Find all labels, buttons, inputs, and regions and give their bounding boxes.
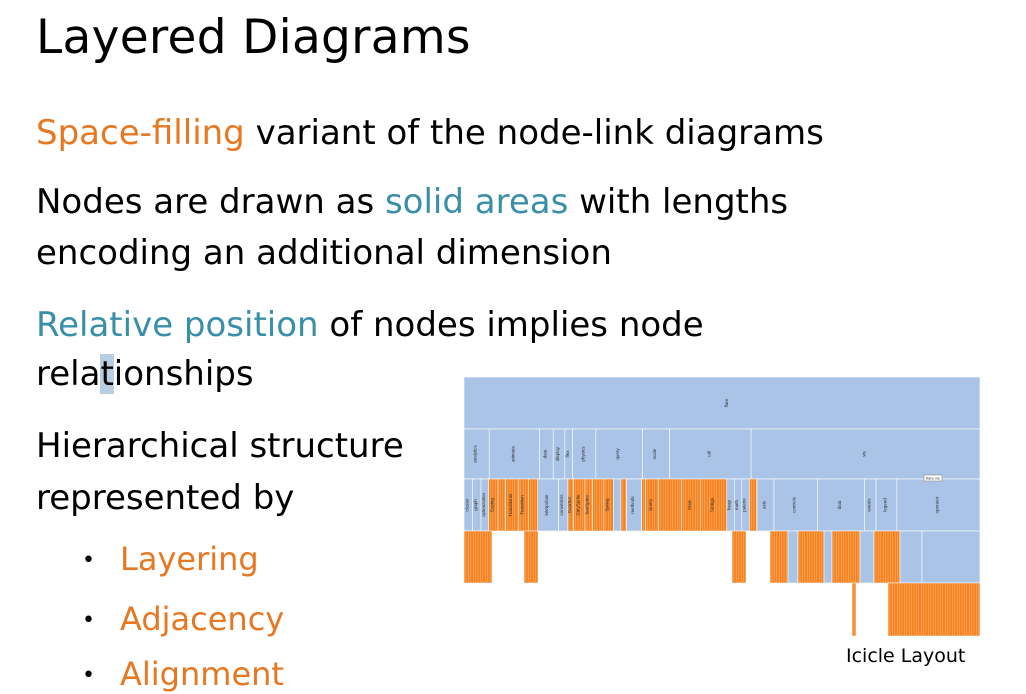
icicle-node [497, 478, 506, 532]
icicle-node-label: axis [761, 500, 766, 509]
icicle-node-label: controls [792, 496, 797, 513]
text-space-filling-rest: variant of the node-link diagrams [244, 113, 824, 153]
bullet-text: Adjacency [120, 600, 285, 638]
bullet-dot-icon: • [82, 608, 95, 633]
icicle-node-label: graph [473, 499, 478, 511]
icicle-node-label: heap [727, 499, 732, 510]
icicle-node-label: animate [510, 446, 515, 463]
icicle-node [669, 428, 752, 480]
icicle-node-label: physics [580, 446, 585, 462]
icicle-node [817, 478, 866, 532]
icicle-node-label: cluster [464, 498, 469, 512]
icicle-node [642, 428, 670, 480]
figure-caption: Icicle Layout [846, 645, 966, 667]
icicle-node [750, 428, 980, 480]
icicle-node-label: scale [652, 448, 657, 459]
icicle-node-label: events [866, 498, 871, 512]
icicle-node [488, 428, 540, 480]
icicle-node-label: DataSet [567, 496, 572, 513]
icicle-node-label: interpolate [544, 494, 549, 516]
icicle-node-label: query [615, 448, 620, 460]
text-nodes-post: with lengths [568, 182, 789, 222]
icicle-node-label: palette [742, 498, 747, 512]
icicle-node [787, 530, 799, 584]
icicle-node-label: data [542, 449, 547, 458]
bullet-dot-icon: • [82, 663, 95, 688]
icicle-root-node [464, 377, 980, 430]
text-cursor-selection[interactable]: t [100, 354, 114, 394]
icicle-node-label: Strings [709, 497, 714, 512]
icicle-node [613, 478, 622, 532]
text-relationships-pre: rela [36, 354, 101, 394]
icicle-node [921, 530, 980, 584]
icicle-node-label: converters [559, 494, 564, 516]
highlight-solid-areas: solid areas [384, 182, 569, 222]
icicle-node [658, 478, 682, 532]
icicle-root-label: flare [724, 398, 729, 407]
text-relationships-post: ionships [113, 354, 254, 394]
icicle-node-label: analytics [473, 445, 478, 463]
highlight-space-filling: Space-filling [36, 113, 245, 153]
icicle-node [797, 530, 825, 584]
icicle-node-label: legend [882, 498, 887, 512]
icicle-node-label: display [555, 446, 560, 461]
icicle-node-label: data [837, 500, 842, 509]
icicle-node [823, 530, 833, 584]
icicle-node [527, 478, 539, 532]
bullet-text: Layering [120, 540, 259, 578]
icicle-node-label: Transition [520, 495, 525, 515]
icicle-node-label: TextSprite [585, 495, 590, 516]
icicle-node-label: flex [565, 450, 570, 458]
icicle-node [873, 530, 901, 584]
bullet-dot-icon: • [82, 548, 95, 573]
icicle-node-label: Stats [687, 499, 692, 510]
icicle-node [592, 478, 605, 532]
text-nodes-pre: Nodes are drawn as [36, 182, 385, 222]
slide-title: Layered Diagrams [36, 10, 471, 65]
icicle-node-label: methods [630, 496, 635, 514]
icicle-node [899, 530, 923, 584]
icicle-node [749, 478, 758, 532]
highlight-relative-position: Relative position [36, 305, 319, 345]
icicle-node-label: Spring [605, 498, 610, 512]
bullet-space-filling: Space-filling variant of the node-link d… [36, 109, 824, 157]
icicle-tooltip-label: flare.vis [926, 476, 940, 481]
icicle-node [896, 478, 980, 532]
bullet-text: Alignment [120, 655, 284, 693]
icicle-node [620, 478, 627, 532]
bullet-solid-areas: Nodes are drawn as solid areas with leng… [36, 178, 788, 226]
icicle-node [859, 530, 875, 584]
text-relationships: relationships [36, 350, 254, 398]
icicle-node-label: math [734, 500, 739, 511]
text-nodes-line2: encoding an additional dimension [36, 233, 612, 273]
icicle-node [887, 582, 980, 636]
icicle-node-label: util [706, 451, 711, 457]
text-hierarchical-line2: represented by [36, 478, 295, 518]
icicle-node-label: operator [934, 496, 939, 513]
icicle-tooltip [923, 474, 943, 482]
icicle-node-label: vis [862, 451, 867, 457]
text-hierarchical-line1: Hierarchical structure [36, 426, 404, 466]
icicle-layout-figure: flare analytics animate data display flex phys… [464, 377, 980, 636]
icicle-node-label: Transitioner [508, 493, 513, 517]
icicle-node [595, 428, 643, 480]
text-relative-rest: of nodes implies node [318, 305, 704, 345]
icicle-node-label: Easing [489, 498, 494, 512]
icicle-node-label: Query [648, 498, 653, 511]
icicle-node [464, 428, 490, 480]
icicle-node-label: optimization [481, 492, 486, 517]
icicle-node-label: DirtySprite [575, 494, 580, 516]
bullet-relative-position: Relative position of nodes implies node [36, 301, 704, 349]
